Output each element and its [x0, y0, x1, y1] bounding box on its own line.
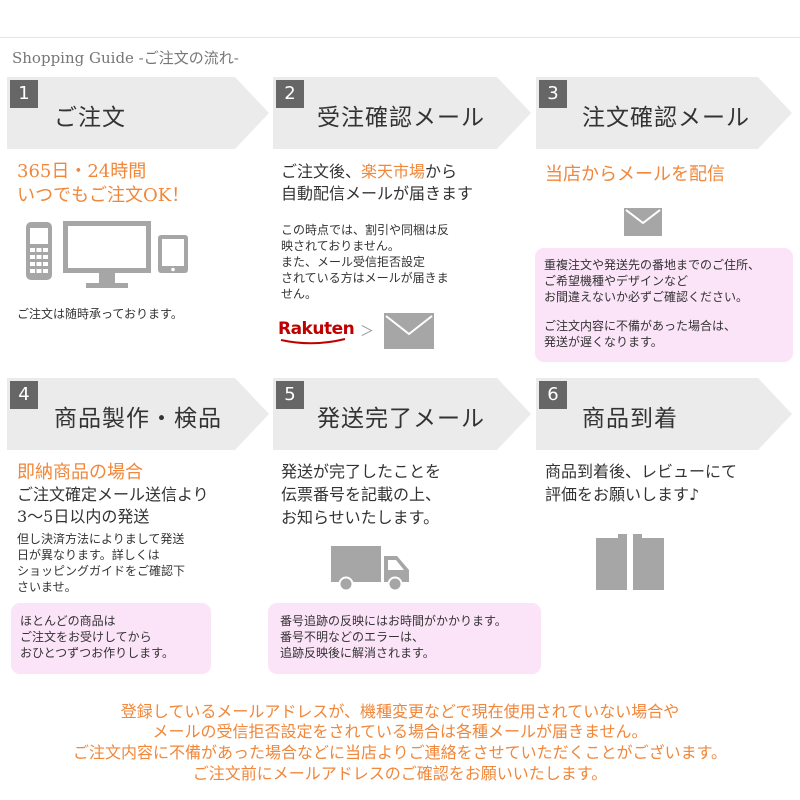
- step2-note-line: されている方はメールが届きま: [281, 271, 449, 285]
- step5-box-line: 追跡反映後に解消されます。: [280, 646, 435, 660]
- step-arrow-shape: [7, 378, 269, 450]
- footer-notice-line: ご注文内容に不備があった場合などに当店よりご連絡をさせていただくことがございます…: [72, 743, 728, 762]
- footer-notice-line: メールの受信拒否設定をされている場合は各種メールが届きません。: [152, 722, 648, 741]
- step2-lead: ご注文後、楽天市場から: [281, 161, 457, 183]
- step5-line: 伝票番号を記載の上、: [281, 485, 442, 504]
- step-arrow-shape: [273, 77, 531, 149]
- step-arrow-shape: [536, 378, 792, 450]
- step-number: 5: [276, 381, 304, 409]
- step5-line: お知らせいたします。: [281, 508, 440, 527]
- step4-line: 3〜5日以内の発送: [17, 507, 150, 526]
- step-4-header: 4 商品製作・検品: [7, 378, 273, 450]
- step1-highlight-line: いつでもご注文OK！: [17, 185, 190, 206]
- step5-box-line: 番号不明などのエラーは、: [280, 630, 425, 644]
- step-number: 3: [539, 80, 567, 108]
- step3-box-line: 発送が遅くなります。: [544, 335, 663, 349]
- rakuten-logo-swoosh: [280, 338, 346, 345]
- footer-notice-line: ご注文前にメールアドレスのご確認をお願いいたします。: [192, 764, 608, 783]
- step-number: 2: [276, 80, 304, 108]
- step4-box-line: ほとんどの商品は: [20, 614, 116, 628]
- top-divider: [0, 37, 800, 38]
- step-title: 受注確認メール: [317, 105, 485, 131]
- step-number: 6: [539, 381, 567, 409]
- step-title: 商品到着: [582, 406, 678, 432]
- step3-info-box: [535, 248, 793, 362]
- step-number: 1: [10, 80, 38, 108]
- tablet-icon: [158, 235, 188, 273]
- step-arrow-shape: [536, 77, 792, 149]
- step-arrow-shape: [7, 77, 269, 149]
- package-box-icon: [596, 534, 664, 590]
- step2-lead-line: 自動配信メールが届きます: [281, 184, 474, 203]
- step-title: 商品製作・検品: [54, 406, 222, 432]
- step2-note-line: 映されておりません。: [281, 239, 400, 253]
- step3-box-line: ご注文内容に不備があった場合は、: [544, 319, 737, 333]
- step2-note-line: せん。: [281, 287, 318, 301]
- step6-line: 商品到着後、レビューにて: [545, 462, 738, 481]
- step4-note-line: さいませ。: [17, 580, 77, 594]
- step3-box-line: 重複注文や発送先の番地までのご住所、: [544, 258, 761, 272]
- step-2-header: 2 受注確認メール: [273, 77, 539, 149]
- step5-box-line: 番号追跡の反映にはお時間がかかります。: [280, 614, 507, 628]
- step-title: 注文確認メール: [582, 105, 750, 131]
- step2-lead-highlight: 楽天市場: [361, 162, 426, 181]
- envelope-icon: [624, 208, 662, 236]
- envelope-icon: [384, 313, 434, 349]
- step4-note-line: ショッピングガイドをご確認下: [17, 564, 186, 578]
- step4-note-line: 日が異なります。詳しくは: [17, 548, 160, 562]
- step3-box-line: ご希望機種やデザインなど: [544, 274, 689, 288]
- step5-info-box: [268, 603, 541, 674]
- chevron-right-icon: ＞: [360, 324, 374, 340]
- page-title: Shopping Guide -ご注文の流れ-: [12, 49, 239, 67]
- step2-lead-suffix: から: [425, 162, 458, 181]
- step3-highlight: 当店からメールを配信: [545, 164, 725, 185]
- step-3-header: 3 注文確認メール: [536, 77, 800, 149]
- step2-lead-prefix: ご注文後、: [281, 162, 362, 181]
- step5-line: 発送が完了したことを: [281, 462, 442, 481]
- mobile-phone-icon: [26, 222, 52, 280]
- step-title: 発送完了メール: [317, 406, 485, 432]
- step4-line: ご注文確定メール送信より: [17, 485, 209, 504]
- step-title: ご注文: [54, 105, 126, 131]
- step-1-header: 1 ご注文: [7, 77, 273, 149]
- step1-highlight-line: 365日・24時間: [17, 161, 147, 182]
- delivery-truck-icon: [331, 546, 409, 592]
- step4-info-box: [11, 603, 211, 674]
- step-6-header: 6 商品到着: [536, 378, 800, 450]
- step-number: 4: [10, 381, 38, 409]
- step4-box-line: ご注文をお受けしてから: [20, 630, 152, 644]
- footer-notice-line: 登録しているメールアドレスが、機種変更などで現在使用されていない場合や: [120, 702, 680, 721]
- step4-box-line: おひとつずつお作りします。: [20, 646, 174, 660]
- desktop-monitor-icon: [63, 221, 151, 288]
- step2-note-line: また、メール受信拒否設定: [281, 255, 426, 269]
- step-5-header: 5 発送完了メール: [273, 378, 539, 450]
- rakuten-logo: Rakuten: [278, 319, 355, 339]
- step4-highlight: 即納商品の場合: [17, 462, 143, 483]
- step-arrow-shape: [273, 378, 531, 450]
- step6-line: 評価をお願いします♪: [545, 485, 700, 504]
- step2-note-line: この時点では、割引や同梱は反: [281, 223, 450, 237]
- step4-note-line: 但し決済方法によりまして発送: [17, 532, 185, 546]
- step1-note: ご注文は随時承っております。: [17, 307, 183, 321]
- step3-box-line: お間違えないか必ずご確認ください。: [544, 290, 749, 304]
